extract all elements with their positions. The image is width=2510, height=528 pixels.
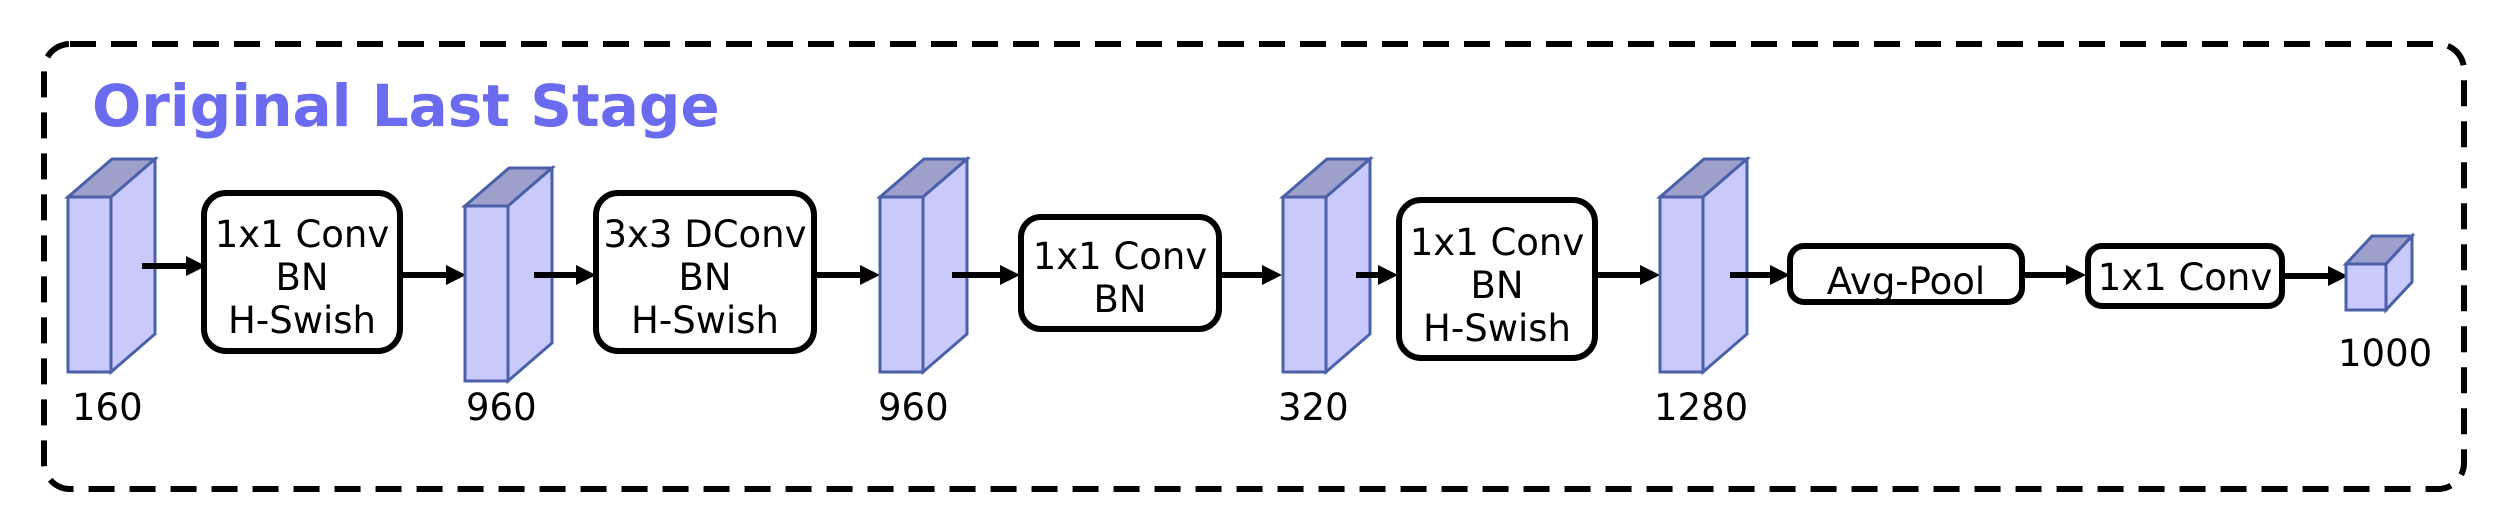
tensor-1 [63,155,160,376]
stage-title: Original Last Stage [92,72,720,140]
arrow-6-head [1262,265,1282,285]
block-4-line-3: H-Swish [1423,307,1571,350]
arrow-5-head [1000,265,1020,285]
block-1-line-3: H-Swish [228,299,376,342]
arrow-8-head [1640,265,1660,285]
tensor-5-label: 1280 [1654,386,1748,429]
tensor-4-label: 320 [1278,386,1349,429]
arrow-4-head [860,265,880,285]
tensor-3 [875,155,972,376]
arrow-1-head [186,256,206,276]
block-2-line-3: H-Swish [631,299,779,342]
arrow-9-head [1770,265,1790,285]
avg-pool-block: Avg-Pool [1787,243,2025,305]
block-2-line-2: BN [678,256,731,299]
block-5-line-1: Avg-Pool [1827,260,1985,303]
stage-frame [41,41,2467,492]
tensor-2 [460,164,557,385]
block-3-line-2: BN [1093,278,1146,321]
block-4-line-1: 1x1 Conv [1410,221,1585,264]
tensor-4 [1278,155,1375,376]
arrow-10-head [2066,265,2086,285]
block-1-line-1: 1x1 Conv [215,213,390,256]
block-6-line-1: 1x1 Conv [2098,256,2273,299]
arrow-11-head [2328,266,2348,286]
arrow-3-head [576,265,596,285]
tensor-6 [2342,232,2416,314]
final-conv1x1-block: 1x1 Conv [2085,243,2285,309]
tensor-6-label: 1000 [2338,332,2432,375]
block-2-line-1: 3x3 DConv [603,213,806,256]
tensor-1-label: 160 [72,386,143,429]
conv1x1-bn-block: 1x1 Conv BN [1018,214,1222,332]
conv1x1-bn-hswish-block: 1x1 Conv BN H-Swish [201,190,403,354]
block-1-line-2: BN [275,256,328,299]
dconv3x3-bn-hswish-block: 3x3 DConv BN H-Swish [593,190,817,354]
tensor-3-label: 960 [878,386,949,429]
block-3-line-1: 1x1 Conv [1033,235,1208,278]
arrow-2-head [446,265,466,285]
tensor-2-label: 960 [466,386,537,429]
tensor-5 [1655,155,1752,376]
conv1x1-bn-hswish-block-2: 1x1 Conv BN H-Swish [1396,197,1598,361]
arrow-7-head [1378,265,1398,285]
block-4-line-2: BN [1470,264,1523,307]
